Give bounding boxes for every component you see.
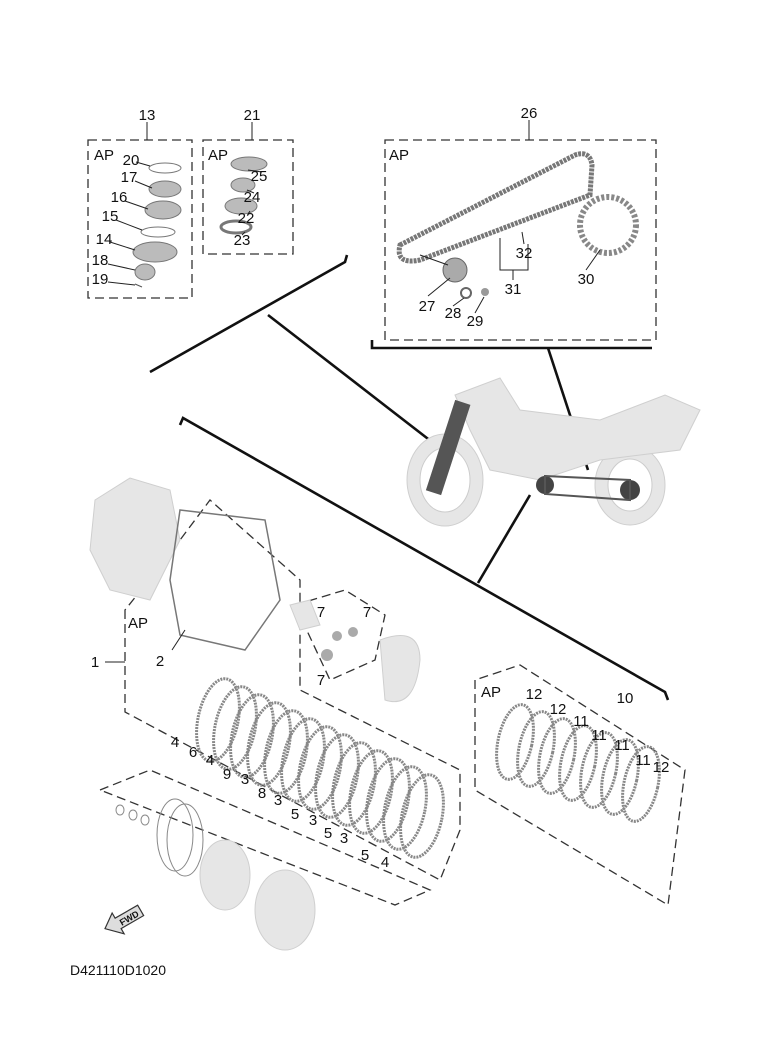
callout-number: 10 [617, 690, 634, 707]
clutch-parts [89, 477, 661, 951]
clutch-plate [382, 765, 428, 851]
chain-sprocket-parts [396, 151, 639, 314]
callout-number: 26 [521, 105, 538, 122]
ap-label: AP [389, 147, 409, 164]
clutch-plate [212, 685, 258, 771]
clutch-plate [579, 731, 619, 809]
callout-number: 4 [206, 752, 214, 769]
callout-number: 22 [238, 210, 255, 227]
group-box-7 [294, 589, 386, 681]
callout-number: 5 [324, 825, 332, 842]
clutch-plate [365, 757, 411, 843]
clutch-plate [280, 717, 326, 803]
ap-label: AP [481, 684, 501, 701]
callout-number: 15 [102, 208, 119, 225]
callout-number: 7 [317, 604, 325, 621]
ap-label: AP [208, 147, 228, 164]
callout-number: 29 [467, 313, 484, 330]
clutch-plate [314, 733, 360, 819]
callout-number: 12 [653, 759, 670, 776]
callout-number: 3 [340, 830, 348, 847]
clutch-plate [399, 773, 445, 859]
clutch-plate [229, 693, 275, 779]
callout-number: 24 [244, 189, 261, 206]
callout-number: 11 [573, 713, 589, 730]
clutch-plate [195, 677, 241, 763]
callout-number: 7 [317, 672, 325, 689]
connector-line [149, 254, 349, 374]
group-21-parts [219, 156, 268, 236]
clutch-plate [516, 710, 556, 788]
callout-number: 32 [516, 245, 533, 262]
group-box-1 [124, 499, 461, 881]
group-13-parts [107, 161, 182, 288]
group-box-bottom [98, 769, 432, 906]
callout-number: 14 [96, 231, 113, 248]
diagram-code: D421110D1020 [70, 962, 166, 978]
clutch-plate [348, 749, 394, 835]
clutch-plate [331, 741, 377, 827]
callout-number: 25 [251, 168, 268, 185]
callout-number: 19 [92, 271, 109, 288]
callout-number: 8 [258, 785, 266, 802]
group-box-13 [87, 139, 193, 299]
callout-number: 1 [91, 654, 99, 671]
callout-number: 3 [241, 771, 249, 788]
callout-number: 2 [156, 653, 164, 670]
clutch-plate [537, 717, 577, 795]
callout-number: 3 [309, 812, 317, 829]
callout-number: 13 [139, 107, 156, 124]
callout-number: 18 [92, 252, 109, 269]
callout-number: 20 [123, 152, 140, 169]
callout-number: 9 [223, 766, 231, 783]
callout-number: 4 [171, 734, 179, 751]
callout-number: 5 [291, 806, 299, 823]
callout-number: 12 [550, 701, 567, 718]
fwd-arrow-icon: FWD [104, 904, 145, 935]
callout-number: 11 [614, 737, 630, 754]
clutch-plate [495, 703, 535, 781]
ap-label: AP [94, 147, 114, 164]
callout-number: 4 [381, 854, 389, 871]
group-box-26 [384, 139, 657, 341]
callout-number: 28 [445, 305, 462, 322]
clutch-plate [297, 725, 343, 811]
ap-label: AP [128, 615, 148, 632]
group-box-21 [202, 139, 294, 255]
clutch-plate [558, 724, 598, 802]
callout-number: 27 [419, 298, 436, 315]
callout-number: 17 [121, 169, 138, 186]
motorcycle-illustration [406, 377, 701, 527]
callout-number: 12 [526, 686, 543, 703]
callout-number: 31 [505, 281, 522, 298]
callout-number: 21 [244, 107, 261, 124]
callout-number: 5 [361, 847, 369, 864]
callout-number: 6 [189, 744, 197, 761]
callout-number: 7 [363, 604, 371, 621]
clutch-plate [263, 709, 309, 795]
clutch-plate [600, 738, 640, 816]
callout-number: 11 [635, 752, 651, 769]
callout-number: 16 [111, 189, 128, 206]
callout-number: 30 [578, 271, 595, 288]
callout-number: 3 [274, 792, 282, 809]
callout-number: 11 [591, 727, 607, 744]
group-box-10 [474, 664, 686, 907]
clutch-plate [621, 745, 661, 823]
clutch-plate [246, 701, 292, 787]
callout-number: 23 [234, 232, 251, 249]
